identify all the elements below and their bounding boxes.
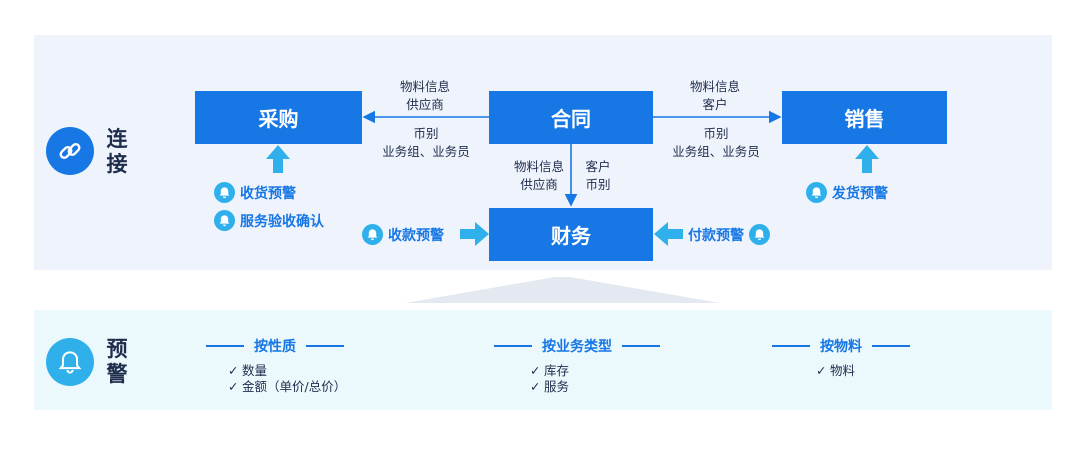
node-finance: 财务	[489, 208, 653, 261]
alert-service-accept: 服务验收确认	[214, 210, 324, 231]
bell-icon	[214, 182, 235, 203]
category-by-material: 按物料 ✓物料	[772, 336, 910, 379]
category-by-nature: 按性质 ✓数量 ✓金额（单价/总价）	[206, 336, 346, 395]
category-title: 按性质	[254, 339, 296, 355]
left-flow-top-labels: 物料信息 供应商	[399, 79, 450, 112]
alert-collect-payment: 收款预警	[362, 224, 444, 245]
warning-title: 预 警	[106, 337, 128, 386]
up-arrow-sales	[855, 145, 879, 173]
node-contract: 合同	[489, 91, 653, 144]
category-by-business-type: 按业务类型 ✓库存 ✓服务	[494, 336, 660, 395]
down-flow-right-labels: 客户 币别	[585, 159, 611, 192]
list-item: ✓金额（单价/总价）	[228, 379, 347, 394]
alert-pay-payment: 付款预警	[688, 224, 770, 245]
bell-icon	[362, 224, 383, 245]
node-sales: 销售	[782, 91, 947, 144]
right-flow-top-labels: 物料信息 客户	[689, 79, 740, 112]
list-item: ✓数量	[228, 363, 268, 378]
warning-panel	[34, 310, 1052, 410]
node-purchase: 采购	[195, 91, 362, 144]
right-flow-bottom-labels: 币别 业务组、业务员	[672, 126, 760, 159]
bell-icon	[749, 224, 770, 245]
bell-icon	[46, 338, 94, 386]
list-item: ✓物料	[816, 363, 856, 378]
bell-icon	[806, 182, 827, 203]
alert-ship-goods: 发货预警	[806, 182, 888, 203]
list-item: ✓服务	[530, 379, 570, 394]
down-flow-left-labels: 物料信息 供应商	[513, 159, 564, 192]
bell-icon	[214, 210, 235, 231]
connect-title: 连 接	[106, 127, 128, 176]
divider-trapezoid	[405, 277, 720, 303]
alert-receive-goods: 收货预警	[214, 182, 296, 203]
up-arrow-purchase	[266, 145, 290, 173]
category-title: 按物料	[820, 339, 862, 355]
link-icon	[46, 127, 94, 175]
list-item: ✓库存	[530, 363, 570, 378]
category-title: 按业务类型	[542, 339, 612, 355]
left-flow-bottom-labels: 币别 业务组、业务员	[382, 126, 470, 159]
